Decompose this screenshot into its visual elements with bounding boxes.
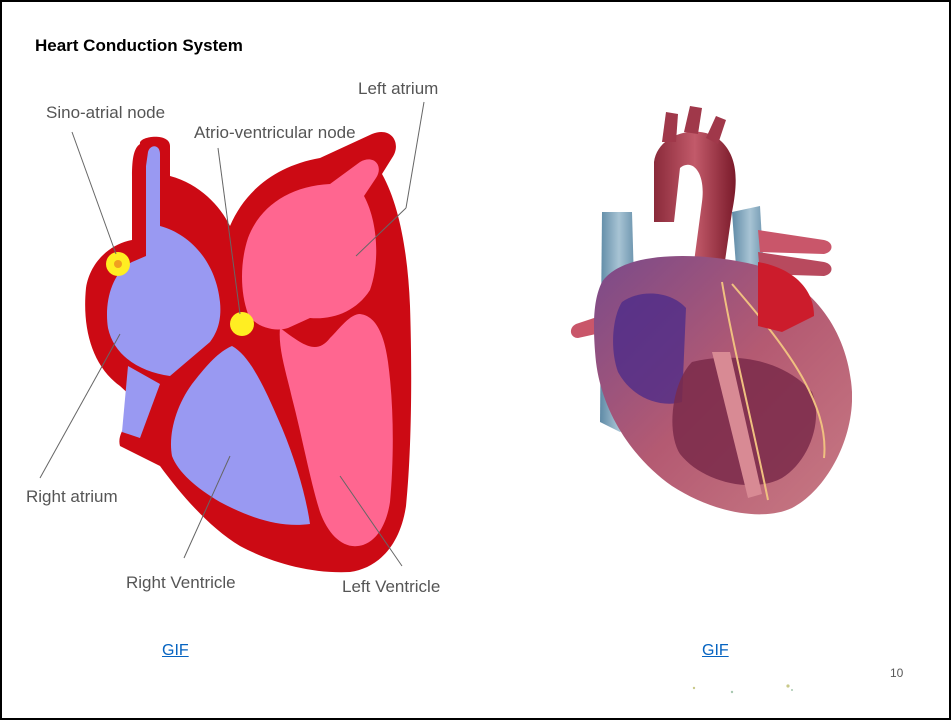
leader-sa-node: [72, 132, 116, 254]
decorative-specks: [682, 680, 802, 700]
label-sa-node: Sino-atrial node: [46, 103, 165, 122]
leader-right-atrium: [40, 334, 120, 478]
sa-node-center: [114, 260, 122, 268]
label-right-atrium: Right atrium: [26, 487, 118, 506]
conduction-diagram: Sino-atrial node Atrio-ventricular node …: [20, 66, 460, 606]
gif-link-left[interactable]: GIF: [162, 642, 189, 660]
gif-link-right[interactable]: GIF: [702, 642, 729, 660]
slide-title: Heart Conduction System: [35, 36, 243, 56]
label-left-ventricle: Left Ventricle: [342, 577, 440, 596]
left-pulmonary-branch: [758, 230, 832, 254]
page-number: 10: [890, 666, 903, 680]
leader-left-atrium: [406, 102, 424, 208]
aorta-branch-2: [684, 106, 702, 134]
label-av-node: Atrio-ventricular node: [194, 123, 356, 142]
aorta-branch-1: [662, 112, 678, 142]
heart-illustration: [562, 102, 852, 522]
av-node: [230, 312, 254, 336]
label-left-atrium: Left atrium: [358, 79, 438, 98]
label-right-ventricle: Right Ventricle: [126, 573, 236, 592]
